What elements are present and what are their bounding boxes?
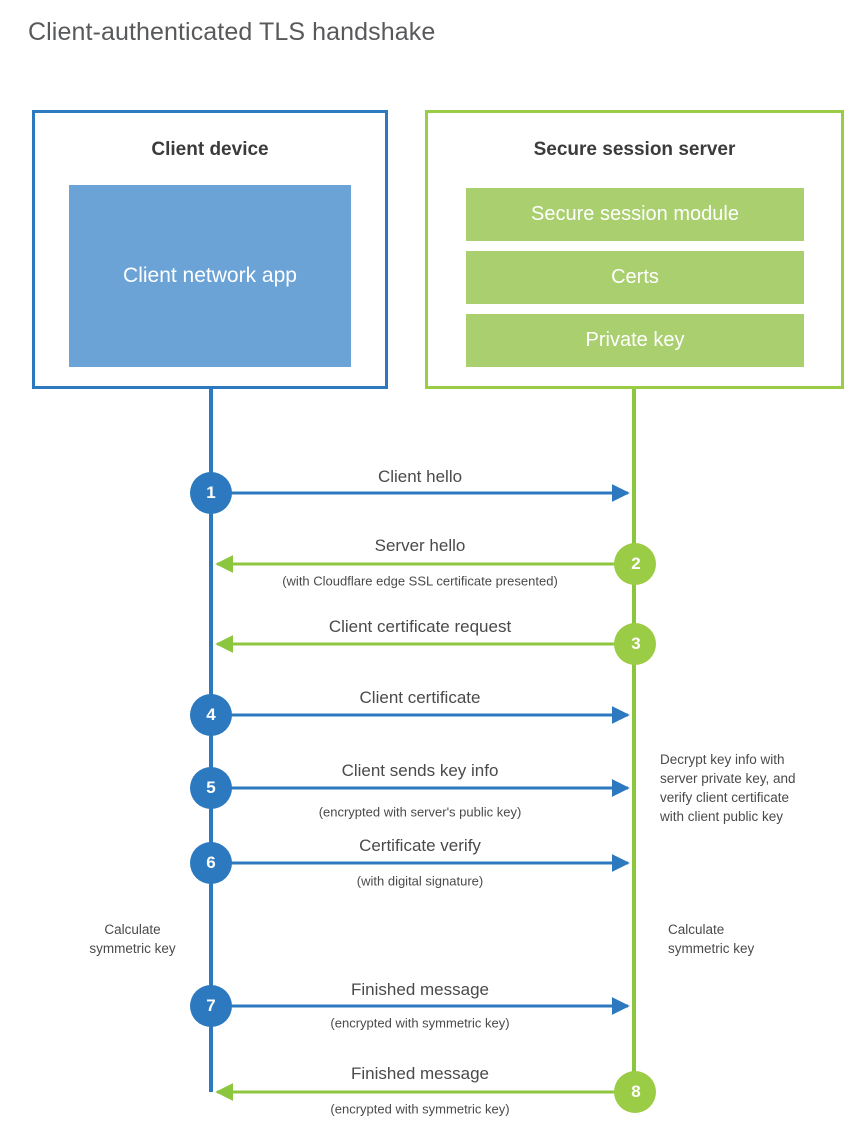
server-module-certs: Certs	[466, 251, 804, 304]
step-circle-4[interactable]	[190, 694, 232, 736]
server-decrypt-note-line-4: with client public key	[660, 809, 784, 825]
client-calc-line-1: Calculate	[104, 922, 161, 937]
step-sublabel-5: (encrypted with server's public key)	[318, 804, 522, 820]
server-decrypt-note-line-2: server private key, and	[660, 771, 796, 787]
step-sublabel-7: (encrypted with symmetric key)	[330, 1015, 510, 1031]
client-device-box: Client device Client network app	[32, 110, 388, 389]
page-title: Client-authenticated TLS handshake	[28, 18, 436, 46]
step-circle-2[interactable]	[614, 543, 656, 585]
step-circle-5[interactable]	[190, 767, 232, 809]
step-circle-3[interactable]	[614, 623, 656, 665]
client-network-app-block: Client network app	[69, 185, 351, 367]
step-sublabel-2: (with Cloudflare edge SSL certificate pr…	[282, 573, 558, 589]
step-label-4: Client certificate	[359, 688, 481, 707]
step-label-1: Client hello	[377, 467, 463, 486]
secure-session-server-title: Secure session server	[533, 139, 736, 160]
step-circle-8[interactable]	[614, 1071, 656, 1113]
step-label-7: Finished message	[351, 980, 489, 999]
step-circle-7[interactable]	[190, 985, 232, 1027]
server-calculate-symmetric-key-note: Calculate symmetric key	[668, 920, 808, 958]
server-decrypt-note: Decrypt key info with server private key…	[660, 750, 796, 827]
step-circle-6[interactable]	[190, 842, 232, 884]
client-calculate-symmetric-key-note: Calculate symmetric key	[75, 920, 190, 958]
server-calc-line-1: Calculate	[668, 922, 725, 937]
client-device-title: Client device	[151, 139, 269, 160]
step-label-6: Certificate verify	[359, 836, 481, 855]
step-label-3: Client certificate request	[328, 617, 512, 636]
step-sublabel-8: (encrypted with symmetric key)	[330, 1101, 510, 1117]
server-decrypt-note-line-3: verify client certificate	[660, 790, 790, 806]
server-module-private-key: Private key	[466, 314, 804, 367]
client-calc-line-2: symmetric key	[89, 941, 176, 957]
step-circle-1[interactable]	[190, 472, 232, 514]
step-label-2: Server hello	[374, 536, 466, 555]
server-module-secure-session-module: Secure session module	[466, 188, 804, 241]
server-decrypt-note-line-1: Decrypt key info with	[660, 752, 785, 767]
step-sublabel-6: (with digital signature)	[356, 873, 484, 889]
secure-session-server-box: Secure session server Secure session mod…	[425, 110, 844, 389]
step-label-8: Finished message	[351, 1064, 489, 1083]
server-calc-line-2: symmetric key	[668, 941, 755, 957]
step-label-5: Client sends key info	[341, 761, 499, 780]
